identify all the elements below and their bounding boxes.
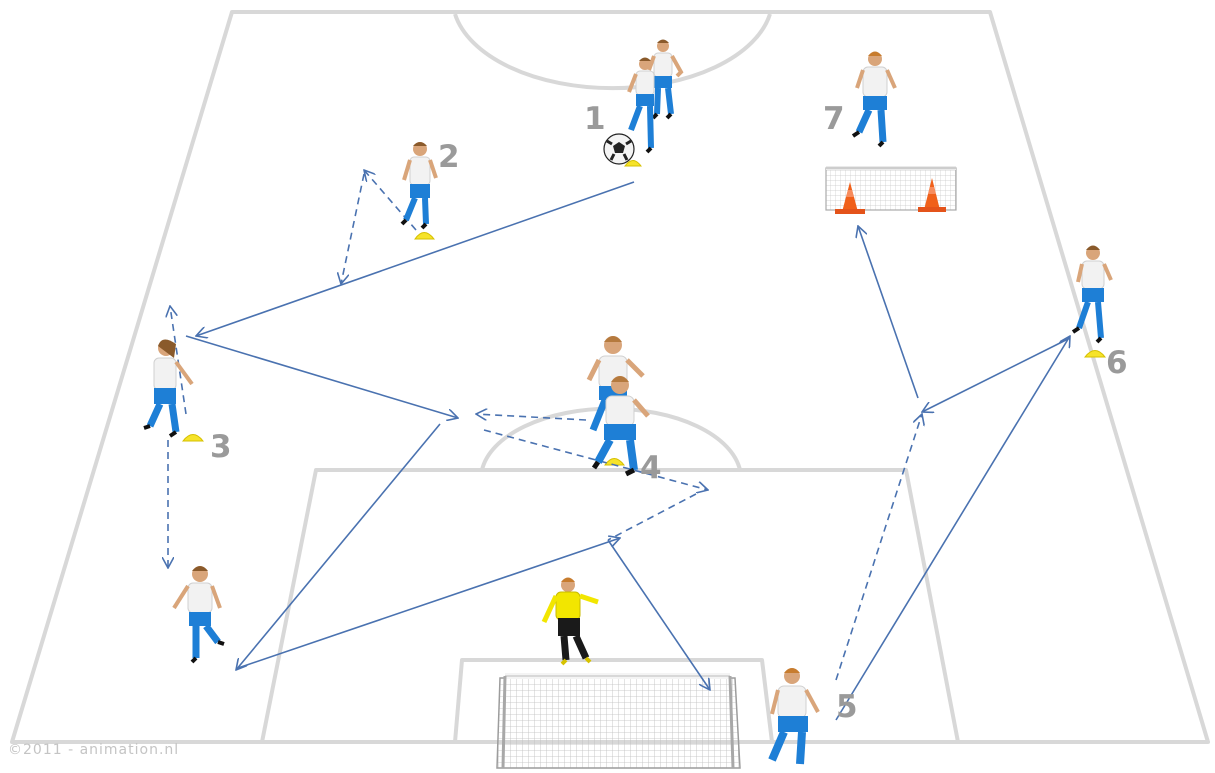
marker-3 [181, 434, 205, 442]
copyright-text: ©2011 - animation.nl [8, 742, 180, 758]
label-1: 1 [584, 101, 606, 137]
shot-on-goal [607, 539, 710, 690]
player-2 [400, 142, 438, 230]
label-7: 7 [823, 101, 845, 137]
pass-left-to-box [237, 538, 620, 669]
label-4: 4 [640, 450, 662, 486]
player-4b [591, 376, 650, 477]
label-5: 5 [836, 689, 858, 725]
marker-1 [624, 160, 642, 167]
player-1b [627, 57, 655, 154]
pitch-outline [10, 10, 1210, 744]
run-2-back [341, 173, 365, 284]
main-goal [496, 673, 741, 769]
pass-midpoint-to-small-goal [858, 226, 919, 399]
solid-pass-arrows [185, 181, 1071, 721]
run-4-forward [607, 493, 697, 541]
player-3 [143, 339, 194, 438]
pass-center-to-left [236, 423, 441, 670]
player-1a [647, 39, 684, 120]
pass-5-to-6 [835, 336, 1070, 721]
run-5-forward [835, 414, 922, 681]
cone-right [918, 178, 946, 212]
run-2-forward [364, 170, 417, 231]
run-3-up [170, 306, 187, 415]
marker-6 [1083, 350, 1107, 358]
goalkeeper [541, 577, 599, 666]
run-4-to-right [483, 429, 708, 490]
pass-1-to-3 [196, 181, 635, 336]
marker-4 [604, 458, 626, 466]
player-6 [1071, 245, 1113, 344]
marker-2 [414, 232, 436, 240]
label-2: 2 [438, 139, 460, 175]
ball [603, 133, 635, 165]
pass-6-to-midpoint [922, 337, 1071, 412]
cone-left [835, 182, 865, 214]
goal-box [453, 658, 774, 743]
label-6: 6 [1106, 345, 1128, 381]
label-3: 3 [210, 429, 232, 465]
player-7 [851, 51, 897, 148]
player-5 [768, 668, 820, 765]
run-4-back [476, 414, 587, 421]
dashed-run-arrows [168, 170, 922, 681]
center-circle-arc [453, 13, 772, 91]
pass-3-to-center [185, 335, 458, 418]
player-bottom-left [172, 566, 225, 664]
